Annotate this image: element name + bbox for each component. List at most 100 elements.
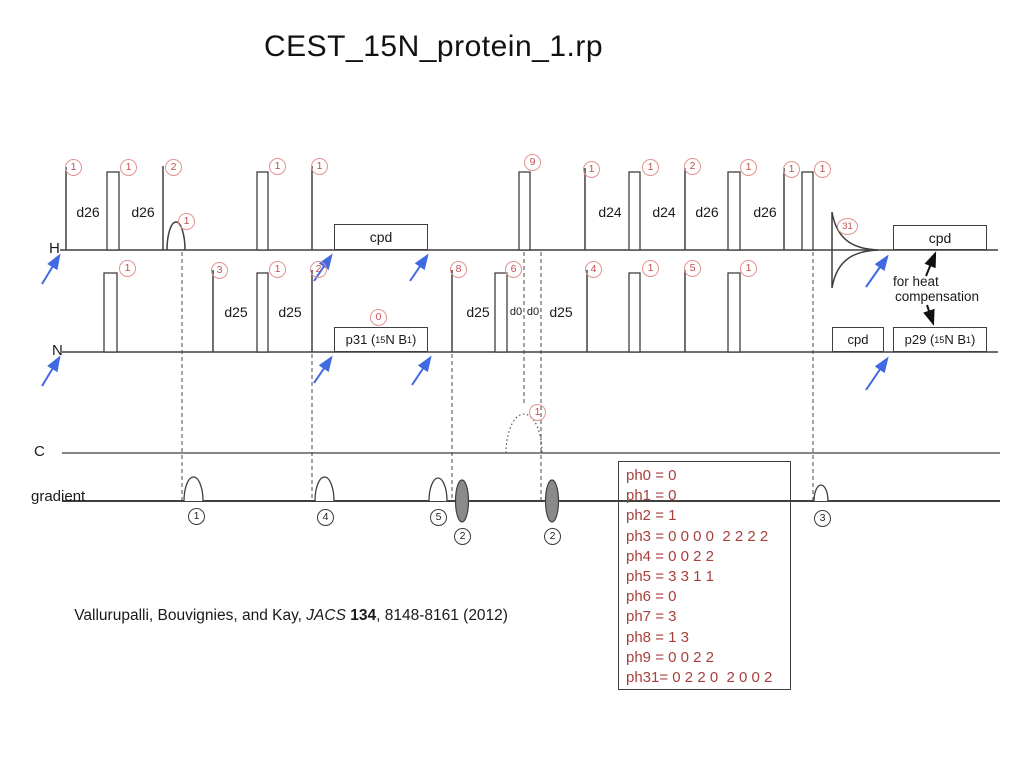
h-phase-circle: 2 — [684, 158, 701, 175]
cpd-label: cpd — [369, 229, 393, 245]
n-delay-label: d25 — [278, 304, 302, 320]
h-delay-label: d26 — [753, 204, 777, 220]
h-phase-circle: 1 — [311, 158, 328, 175]
phase-line: ph0 = 0 — [626, 467, 677, 484]
n-phase-circle: 2 — [310, 261, 327, 278]
cpd-label: cpd — [928, 229, 952, 246]
h-channel-label: H — [49, 240, 60, 257]
blue-arrow-icon — [411, 355, 432, 386]
gradient-number-circle: 2 — [544, 528, 561, 545]
n-pulses — [103, 270, 741, 353]
p29-label: ) — [971, 332, 976, 347]
n-delay-label: d0 — [509, 306, 523, 318]
arrow-up-icon — [924, 251, 937, 277]
h-phase-circle: 1 — [583, 161, 600, 178]
n-phase-circle: 1 — [740, 260, 757, 277]
p31-label: N B — [385, 332, 407, 347]
gradient-number-circle: 2 — [454, 528, 471, 545]
gradient-number-circle: 1 — [188, 508, 205, 525]
arrow-down-icon — [923, 304, 935, 326]
blue-arrow-icon — [865, 254, 889, 288]
blue-arrow-icon — [41, 253, 61, 285]
p29-label: N B — [944, 332, 966, 347]
p31-label: ) — [412, 332, 417, 347]
gradient-pulses — [183, 476, 829, 523]
blue-arrow-icon — [313, 355, 333, 384]
phase-line: ph9 = 0 0 2 2 — [626, 648, 714, 666]
h-phase-circle: 9 — [524, 154, 541, 171]
gradient-number-circle: 4 — [317, 509, 334, 526]
h-shaped-pulse — [166, 221, 186, 251]
n-phase-circle: 6 — [505, 261, 522, 278]
gradient-channel-label: gradient — [31, 488, 86, 505]
heat-compensation-arrows — [923, 251, 937, 326]
n-phase-circle: 1 — [269, 261, 286, 278]
h-phase-circle: 1 — [178, 213, 195, 230]
h-phase-circle: 1 — [783, 161, 800, 178]
h-cpd-heat-box: cpd — [893, 225, 987, 250]
h-cpd-decoupling-box: cpd — [334, 224, 428, 250]
citation: Vallurupalli, Bouvignies, and Kay, JACS … — [57, 589, 508, 643]
phase-cycle-table: ph0 = 0 ph1 = 0 ph2 = 1 ph3 = 0 0 0 0 2 … — [618, 461, 791, 690]
phase-line: ph5 = 3 3 1 1 — [626, 568, 714, 586]
cpd-label: cpd — [847, 332, 869, 347]
citation-authors: Vallurupalli, Bouvignies, and Kay, — [74, 607, 307, 624]
phase-line: ph2 = 1 — [626, 507, 677, 525]
h-phase-circle: 1 — [814, 161, 831, 178]
p31-label: p31 ( — [345, 332, 376, 347]
n-phase-circle: 3 — [211, 262, 228, 279]
heat-annotation-line2: compensation — [895, 289, 980, 304]
blue-arrow-icon — [41, 355, 61, 387]
phase-line: ph7 = 3 — [626, 608, 677, 626]
n-phase-circle: 1 — [642, 260, 659, 277]
h-pulses — [65, 166, 879, 289]
phase-line: ph6 = 0 — [626, 588, 677, 606]
gradient-number-circle: 5 — [430, 509, 447, 526]
phase-line: ph4 = 0 0 2 2 — [626, 547, 714, 565]
n-saturation-phase-circle: 0 — [370, 309, 387, 326]
c-phase-circle: 1 — [529, 404, 546, 421]
n-delay-label: d25 — [224, 304, 248, 320]
page-title: CEST_15N_protein_1.rp — [264, 30, 604, 63]
h-delay-label: d24 — [598, 204, 622, 220]
phase-line: ph31= 0 2 2 0 2 0 0 2 — [626, 669, 773, 687]
heat-annotation-line1: for heat — [893, 274, 939, 289]
fid-acquisition-shape — [831, 211, 879, 289]
receiver-phase-circle: 31 — [837, 218, 858, 235]
blue-arrow-icon — [865, 356, 889, 391]
h-phase-circle: 1 — [120, 159, 137, 176]
c-dotted-shaped-pulse — [505, 413, 543, 454]
h-delay-label: d24 — [652, 204, 676, 220]
c-channel-label: C — [34, 443, 45, 460]
gradient-number-circle: 3 — [814, 510, 831, 527]
n-phase-circle: 8 — [450, 261, 467, 278]
n-delay-label: d25 — [549, 304, 573, 320]
channel-lines — [60, 249, 1000, 502]
n-delay-label: d0 — [526, 306, 540, 318]
n-channel-label: N — [52, 342, 63, 359]
h-phase-circle: 1 — [269, 158, 286, 175]
citation-pages: , 8148-8161 (2012) — [376, 607, 508, 624]
h-delay-label: d26 — [695, 204, 719, 220]
blue-arrow-icon — [409, 253, 429, 282]
phase-line: ph3 = 0 0 0 0 2 2 2 2 — [626, 527, 769, 545]
citation-volume: 134 — [350, 607, 377, 624]
h-phase-circle: 1 — [642, 159, 659, 176]
n-delay-label: d25 — [466, 304, 490, 320]
n-cpd-box: cpd — [832, 327, 884, 352]
phase-line: ph8 = 1 3 — [626, 628, 689, 646]
h-phase-circle: 1 — [65, 159, 82, 176]
p29-label: p29 ( — [904, 332, 935, 347]
n-phase-circle: 5 — [684, 260, 701, 277]
n-phase-circle: 1 — [119, 260, 136, 277]
h-delay-label: d26 — [131, 204, 155, 220]
h-delay-label: d26 — [76, 204, 100, 220]
h-phase-circle: 2 — [165, 159, 182, 176]
dashed-alignment-lines — [181, 252, 814, 500]
n-phase-circle: 4 — [585, 261, 602, 278]
citation-journal: JACS — [306, 607, 351, 624]
